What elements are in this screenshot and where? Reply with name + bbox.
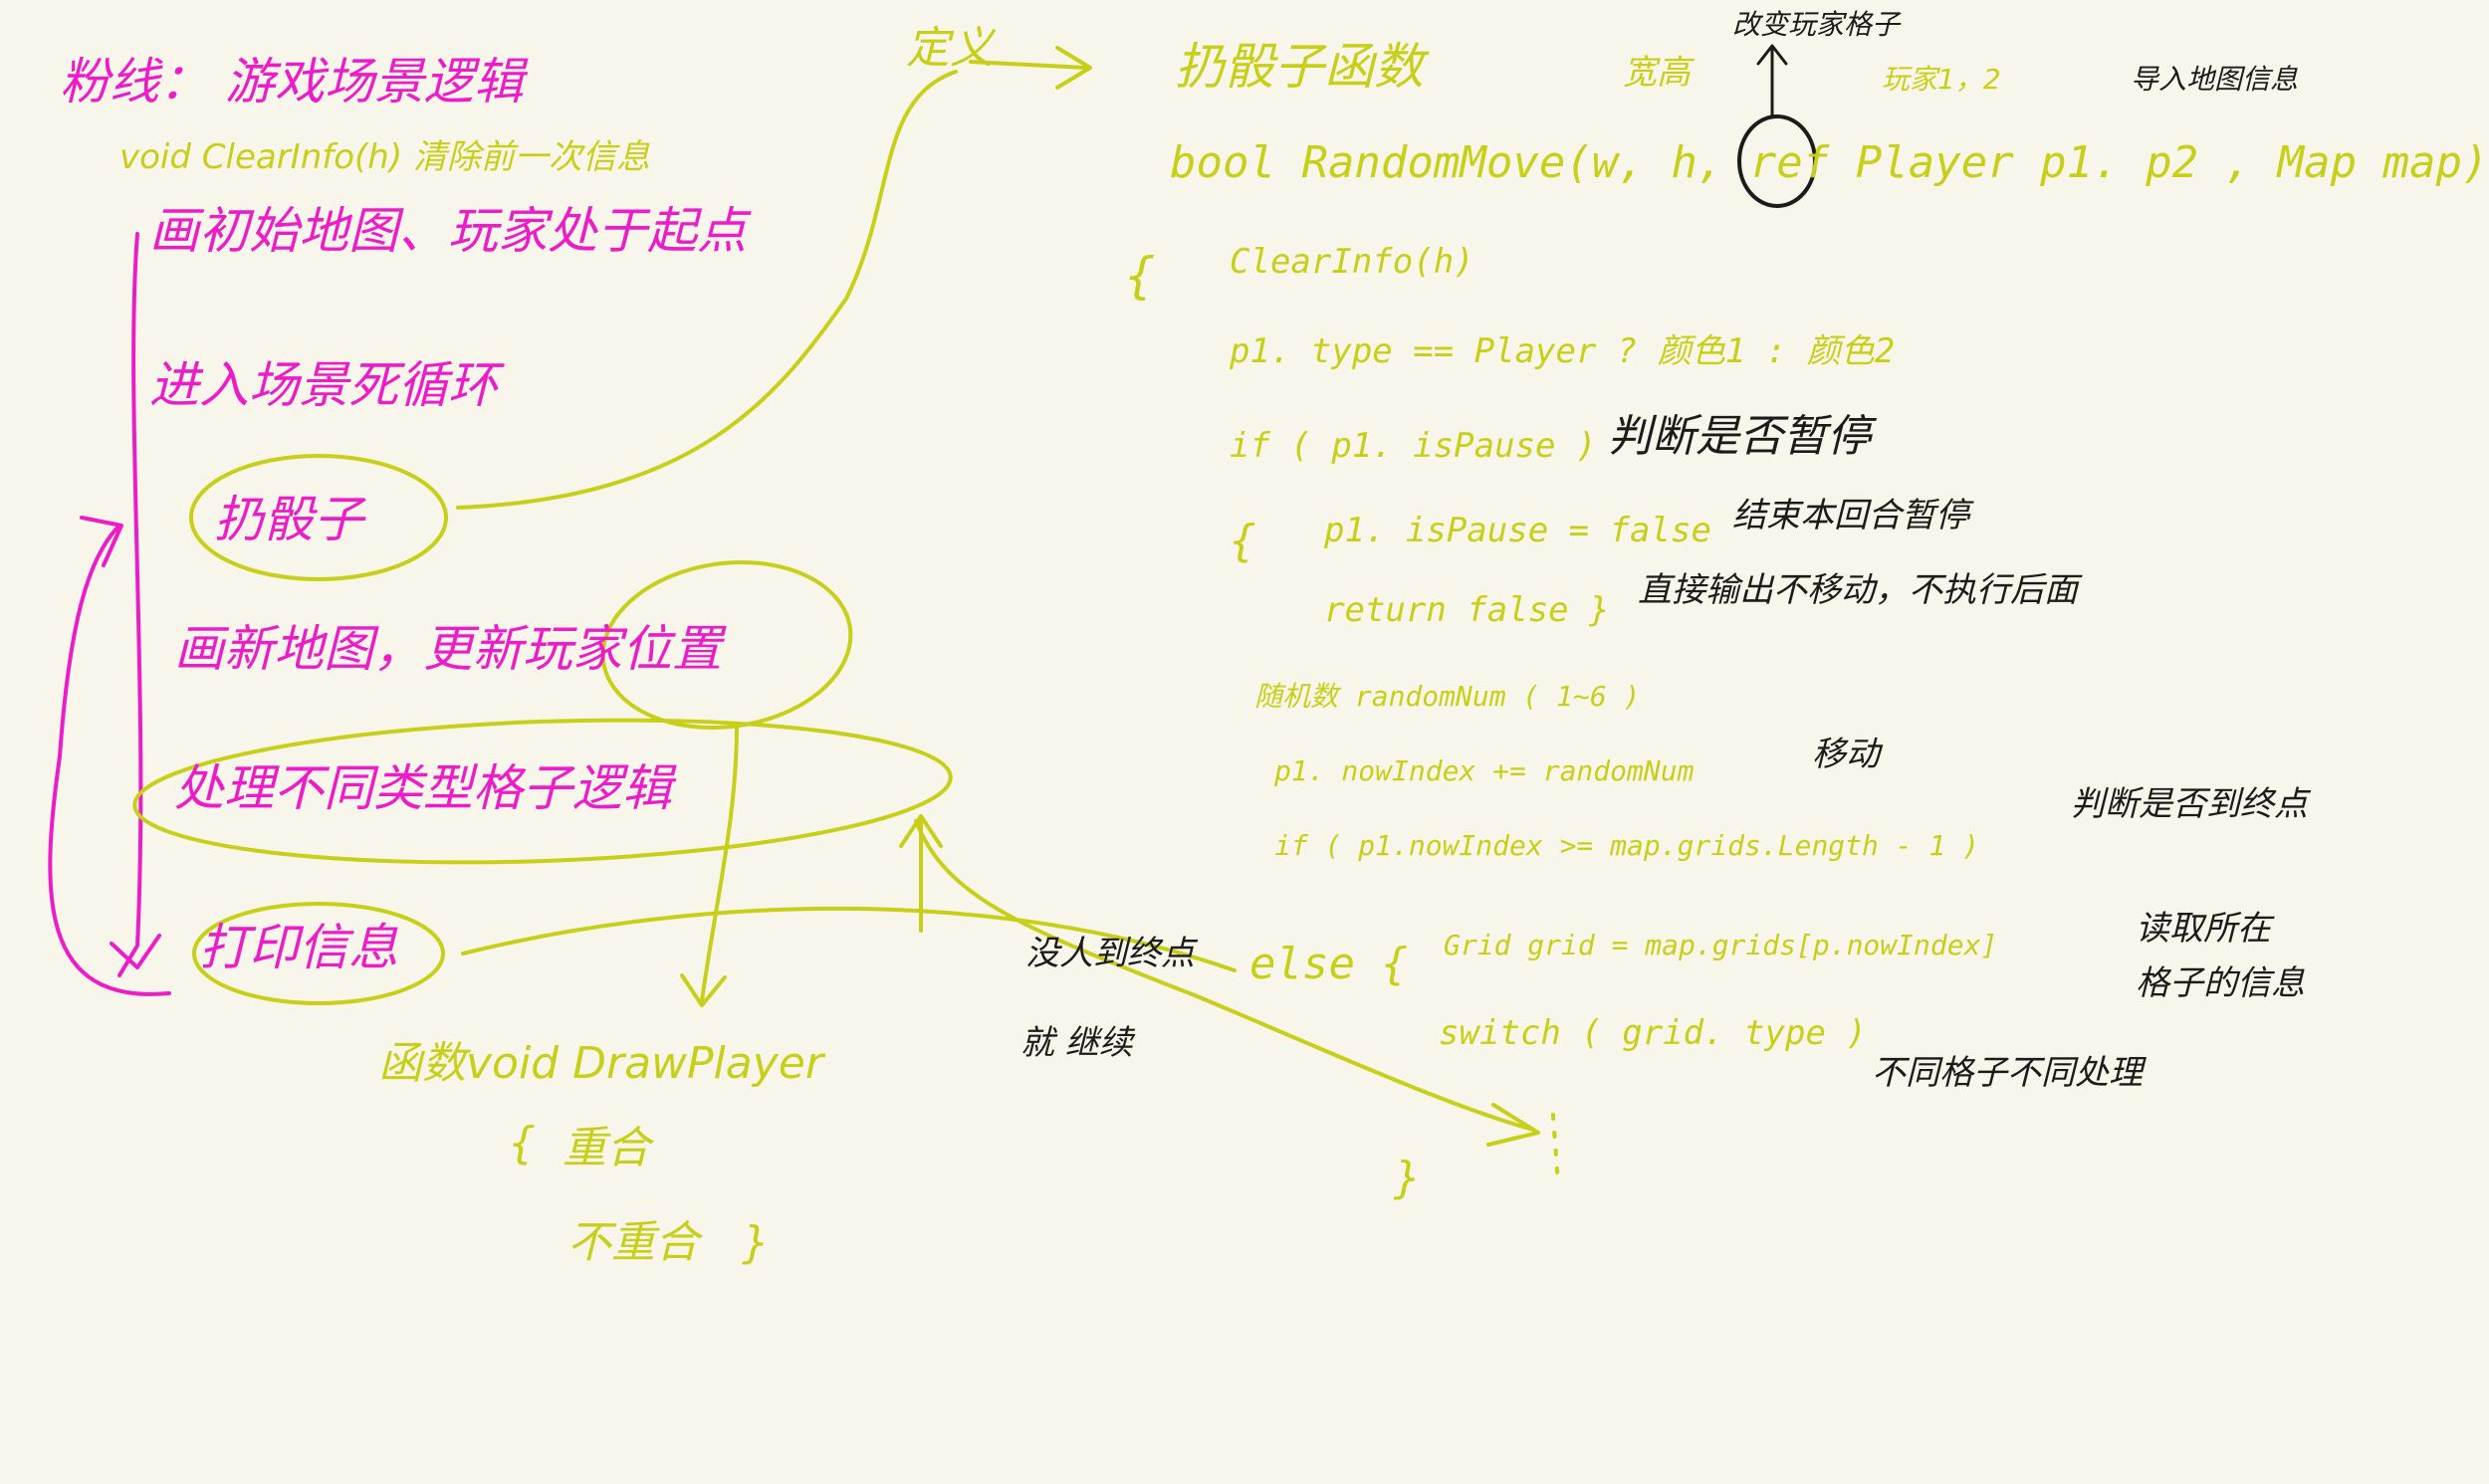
random-move-signature: bool RandomMove(w, h, ref Player p1. p2 … (1170, 137, 2489, 188)
draw-initial-map: 画初始地图、玩家处于起点 (149, 202, 747, 260)
roll-dice: 扔骰子 (214, 491, 363, 548)
direct-output-note: 直接输出不移动，不执行后面 (1638, 570, 2078, 610)
check-end-note: 判断是否到终点 (2071, 784, 2308, 824)
ref-arrow-head (1756, 44, 1788, 66)
dotted-line (1551, 1113, 1560, 1186)
check-pause-note: 判断是否暂停 (1608, 411, 1871, 462)
not-end-note-2: 就 继续 (1020, 1023, 1133, 1063)
width-height-note: 宽高 (1623, 53, 1691, 93)
func-brace-close: } (1394, 1153, 1421, 1203)
switch-line: switch ( grid. type ) (1439, 1013, 1867, 1053)
not-overlap-label: 不重合 (567, 1217, 699, 1268)
type-check-line: p1. type == Player ? 颜色1 : 颜色2 (1230, 331, 1896, 371)
grid-to-switch-line (914, 819, 1535, 1132)
grid-line: Grid grid = map.grids[p.nowIndex] (1444, 929, 1998, 961)
draw-player-func: 函数void DrawPlayer (378, 1038, 823, 1089)
enter-loop: 进入场景死循环 (149, 356, 498, 414)
define-arrow (969, 60, 1087, 70)
if-end-line: if ( p1.nowIndex >= map.grids.Length - 1… (1274, 829, 1980, 862)
left-bracket-line (117, 232, 143, 977)
read-grid-note-2: 格子的信息 (2136, 963, 2305, 1003)
clear-info-call: ClearInfo(h) (1230, 242, 1474, 282)
clear-info-note: void ClearInfo(h) 清除前一次信息 (119, 137, 650, 177)
redraw-map: 画新地图，更新玩家位置 (174, 620, 722, 678)
random-num-line: 随机数 randomNum ( 1~6 ) (1254, 680, 1641, 713)
draw-player-brace-close: } (742, 1217, 770, 1268)
not-end-note-1: 没人到终点 (1025, 934, 1195, 973)
read-grid-note-1: 读取所在 (2136, 909, 2271, 949)
define-curve (456, 70, 958, 510)
up-arrow-head (899, 814, 943, 848)
dice-func-title: 扔骰子函数 (1175, 38, 1424, 96)
print-info: 打印信息 (199, 919, 398, 976)
inner-brace-open: { (1230, 516, 1256, 566)
logic-title: 粉线： 游戏场景逻辑 (60, 53, 524, 110)
bracket-arrow-head (110, 934, 161, 969)
define-arrow-head (1055, 46, 1092, 90)
import-map-note: 导入地图信息 (2131, 63, 2299, 96)
loop-arrow-head (80, 516, 123, 567)
print-ellipse (192, 902, 445, 1005)
end-pause-note: 结束本回合暂停 (1732, 496, 1969, 535)
return-false: return false } (1324, 590, 1610, 630)
diff-handle-note: 不同格子不同处理 (1872, 1053, 2143, 1093)
move-note: 移动 (1812, 735, 1880, 774)
handle-grid-logic: 处理不同类型格子逻辑 (174, 759, 672, 817)
draw-player-brace-open: { (508, 1118, 536, 1168)
overlap-label: 重合 (563, 1123, 650, 1173)
players-note: 玩家1，2 (1882, 63, 2001, 96)
dice-ellipse (189, 454, 448, 581)
ref-circle (1737, 114, 1817, 208)
grid-logic-ellipse (132, 718, 953, 865)
change-player-grid-note: 改变玩家格子 (1732, 8, 1901, 41)
now-index-line: p1. nowIndex += randomNum (1274, 754, 1695, 787)
if-pause-line: if ( p1. isPause ) (1230, 426, 1597, 466)
draw-player-arrow (700, 725, 739, 1002)
sketch-strokes (48, 44, 1817, 1186)
set-pause-false: p1. isPause = false (1324, 511, 1711, 550)
else-line: else { (1249, 939, 1408, 989)
func-brace-open: { (1125, 247, 1156, 305)
draw-player-arrow-head (680, 973, 727, 1007)
loop-arrow (48, 526, 171, 996)
switch-arrow-head (1486, 1103, 1540, 1147)
print-to-end-line (461, 906, 1237, 972)
define-label: 定义 (906, 23, 994, 74)
